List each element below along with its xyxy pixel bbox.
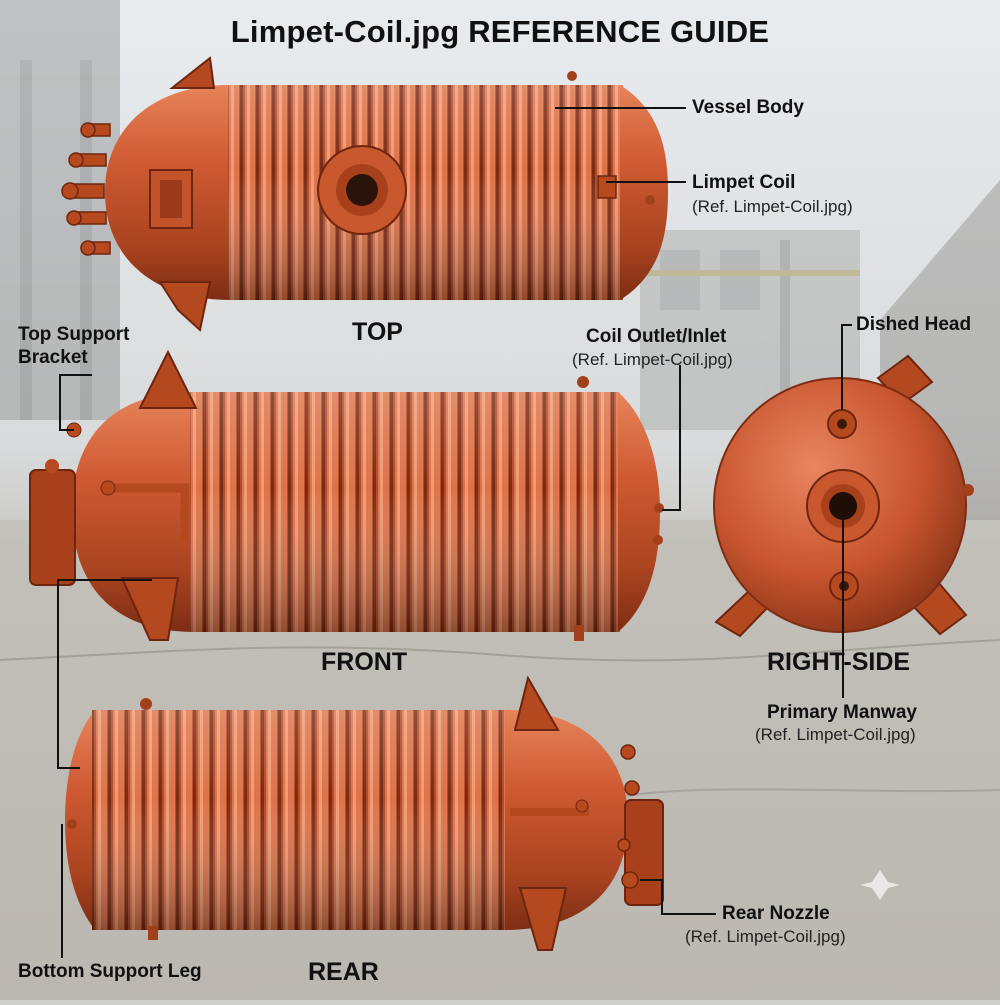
callout-rear-nozzle-ref: (Ref. Limpet-Coil.jpg) [685,927,846,946]
leader-top-support-bracket [59,374,92,431]
sparkle-mark [860,870,900,900]
callout-coil-outlet-inlet-ref: (Ref. Limpet-Coil.jpg) [572,350,733,369]
view-label-top: TOP [352,318,403,346]
view-label-right-side: RIGHT-SIDE [767,648,911,676]
page-title: Limpet-Coil.jpg REFERENCE GUIDE [230,14,770,49]
callout-top-support-bracket-line1: Top Support [18,324,130,345]
leader-dished-head [841,324,852,410]
front-bracket [138,349,198,409]
leader-lines [57,107,852,958]
rear-left-head [65,710,95,930]
rear-leg [518,887,568,951]
callout-limpet-coil-ref: (Ref. Limpet-Coil.jpg) [692,197,853,216]
leader-bottom-support-leg [57,579,152,769]
callout-primary-manway: Primary Manway [767,702,917,723]
callout-rear-nozzle: Rear Nozzle [722,903,830,924]
callout-vessel-body: Vessel Body [692,97,804,118]
ground-crack [0,639,1000,662]
callout-top-support-bracket-line2: Bracket [18,347,88,368]
callout-dished-head: Dished Head [856,314,972,335]
top-bracket [169,56,216,89]
vessel-front-view [29,349,664,641]
rear-nozzles [617,744,640,889]
top-leg [158,281,212,332]
vessel-rear-view [65,675,664,951]
callout-primary-manway-ref: (Ref. Limpet-Coil.jpg) [755,725,916,744]
leader-coil-outlet [662,365,681,511]
callout-limpet-coil: Limpet Coil [692,172,796,193]
front-left-head [72,392,195,632]
callout-bottom-support-leg: Bottom Support Leg [18,961,202,982]
leader-rear-nozzle [640,879,716,915]
view-label-rear: REAR [308,958,379,986]
rear-right-head [505,710,628,930]
rear-bracket [513,675,560,731]
top-manway [317,145,407,235]
rear-flange-stack [624,799,664,906]
top-right-head [620,85,668,300]
callout-coil-outlet-inlet: Coil Outlet/Inlet [586,326,727,347]
factory-background [0,0,1000,520]
top-left-nozzles [61,122,111,256]
front-leg [120,577,180,641]
vessel-top-view [61,56,668,332]
front-right-head [618,392,660,632]
view-label-front: FRONT [321,648,408,676]
